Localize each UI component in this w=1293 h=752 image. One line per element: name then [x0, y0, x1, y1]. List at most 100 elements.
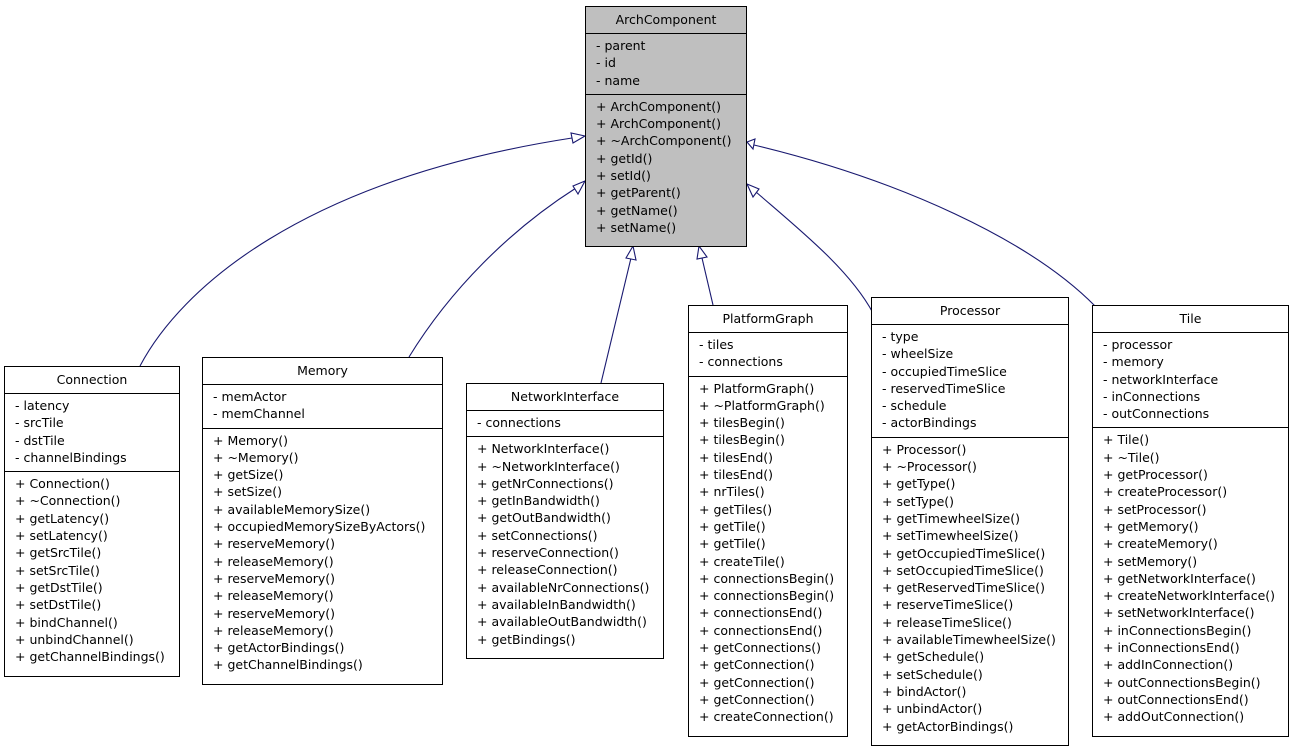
arrowhead-memory — [572, 179, 587, 196]
attribute: - schedule — [882, 398, 947, 414]
method: + getSchedule() — [882, 649, 985, 665]
method: + getParent() — [596, 185, 681, 201]
attribute: - name — [596, 72, 640, 88]
method: + releaseMemory() — [213, 622, 334, 638]
attribute: - type — [882, 329, 919, 344]
method: + setProcessor() — [1103, 501, 1207, 517]
method: + setName() — [596, 219, 677, 235]
method: + setConnections() — [477, 527, 598, 543]
method: + availableOutBandwidth() — [477, 614, 647, 630]
attribute-list: - type - wheelSize- occupiedTimeSlice- re… — [872, 325, 1068, 437]
method: + tilesBegin() — [699, 415, 785, 431]
method: + outConnectionsBegin() — [1103, 674, 1261, 690]
method: + reserveMemory() — [213, 536, 336, 552]
edge-connection-to-archcomponent — [139, 137, 573, 367]
attribute-list: - memActor- memChannel — [203, 385, 442, 428]
method: + outConnectionsEnd() — [1103, 691, 1249, 707]
method: + createConnection() — [699, 709, 834, 725]
method: + reserveTimeSlice() — [882, 597, 1014, 613]
method: + setTimewheelSize() — [882, 528, 1019, 544]
attribute: - inConnections — [1103, 388, 1201, 404]
method: + reserveConnection() — [477, 545, 619, 561]
method: + getName() — [596, 202, 678, 218]
method: + inConnectionsBegin() — [1103, 622, 1252, 638]
class-networkinterface: NetworkInterface - connections + Network… — [466, 383, 664, 659]
method: + getNrConnections() — [477, 475, 614, 491]
method: + connectionsBegin() — [699, 588, 835, 604]
method: + getConnection() — [699, 691, 815, 707]
class-archcomponent: ArchComponent - parent- id- name + ArchC… — [585, 6, 747, 247]
method: + availableMemorySize() — [213, 501, 371, 517]
class-name: Memory — [203, 358, 442, 385]
method: + ~ArchComponent() — [596, 133, 732, 149]
method: + connectionsBegin() — [699, 570, 835, 586]
method: + occupiedMemorySizeByActors() — [213, 519, 426, 535]
method: + tilesBegin() — [699, 432, 785, 448]
arrowhead-tile — [746, 138, 756, 151]
method: + getConnection() — [699, 674, 815, 690]
method: + reserveMemory() — [213, 605, 336, 621]
attribute: - occupiedTimeSlice — [882, 363, 1007, 379]
method: + releaseConnection() — [477, 562, 618, 578]
method: + NetworkInterface() — [477, 441, 610, 457]
method: + getTimewheelSize() — [882, 510, 1020, 526]
arrowhead-processor — [745, 182, 760, 199]
attribute: - actorBindings — [882, 415, 977, 431]
class-name: PlatformGraph — [689, 306, 847, 333]
attribute: - srcTile — [15, 415, 64, 431]
method: + reserveMemory() — [213, 570, 336, 586]
method: + getConnection() — [699, 657, 815, 673]
method: + tilesEnd() — [699, 449, 774, 465]
method: + Tile() — [1103, 432, 1150, 448]
method: + getDstTile() — [15, 579, 103, 595]
method: + setOccupiedTimeSlice() — [882, 562, 1044, 578]
method: + getNetworkInterface() — [1103, 570, 1256, 586]
arrowhead-networkinterface — [625, 244, 637, 261]
method: + getOccupiedTimeSlice() — [882, 545, 1046, 561]
method: + ~Processor() — [882, 459, 977, 475]
attribute: - latency — [15, 398, 70, 413]
method: + getChannelBindings() — [15, 649, 165, 665]
method: + unbindChannel() — [15, 631, 134, 647]
attribute: - reservedTimeSlice — [882, 380, 1006, 396]
edge-networkinterface-to-archcomponent — [600, 257, 632, 384]
method: + getReservedTimeSlice() — [882, 580, 1045, 596]
class-name: Tile — [1093, 306, 1288, 333]
attribute: - wheelSize — [882, 346, 954, 362]
method: + getId() — [596, 150, 653, 166]
class-platformgraph: PlatformGraph - tiles- connections + Pla… — [688, 305, 848, 737]
arrowhead-platformgraph — [696, 244, 708, 260]
edge-memory-to-archcomponent — [408, 187, 577, 358]
method: + Memory() — [213, 432, 289, 448]
method: + setNetworkInterface() — [1103, 605, 1255, 621]
class-processor: Processor - type- wheelSize- occupiedTim… — [871, 297, 1069, 746]
method: + getProcessor() — [1103, 467, 1208, 483]
method: + tilesEnd() — [699, 467, 774, 483]
method: + bindChannel() — [15, 614, 118, 630]
method: + Connection() — [15, 476, 110, 492]
method: + getTiles() — [699, 501, 773, 517]
method: + availableTimewheelSize() — [882, 632, 1056, 648]
edge-processor-to-archcomponent — [755, 191, 874, 314]
method: + availableNrConnections() — [477, 579, 650, 595]
edge-platformgraph-to-archcomponent — [701, 257, 714, 306]
attribute: - memChannel — [213, 406, 305, 422]
method: + setSchedule() — [882, 666, 983, 682]
method: + ~Tile() — [1103, 449, 1160, 465]
attribute: - tiles — [699, 337, 734, 352]
method: + getLatency() — [15, 510, 110, 526]
method-list: + Tile()+ ~Tile()+ getProcessor()+ creat… — [1093, 427, 1288, 730]
class-name: NetworkInterface — [467, 384, 663, 411]
method: + setId() — [596, 168, 651, 184]
method: + ArchComponent() — [596, 98, 721, 114]
method: + getBindings() — [477, 631, 576, 647]
method: + addOutConnection() — [1103, 709, 1245, 725]
attribute: - connections — [477, 415, 561, 430]
method: + getActorBindings() — [882, 718, 1014, 734]
method: + ~NetworkInterface() — [477, 458, 620, 474]
attribute-list: - connections — [467, 411, 663, 436]
method: + PlatformGraph() — [699, 380, 815, 396]
method: + getInBandwidth() — [477, 493, 600, 509]
class-name: Connection — [5, 367, 179, 394]
